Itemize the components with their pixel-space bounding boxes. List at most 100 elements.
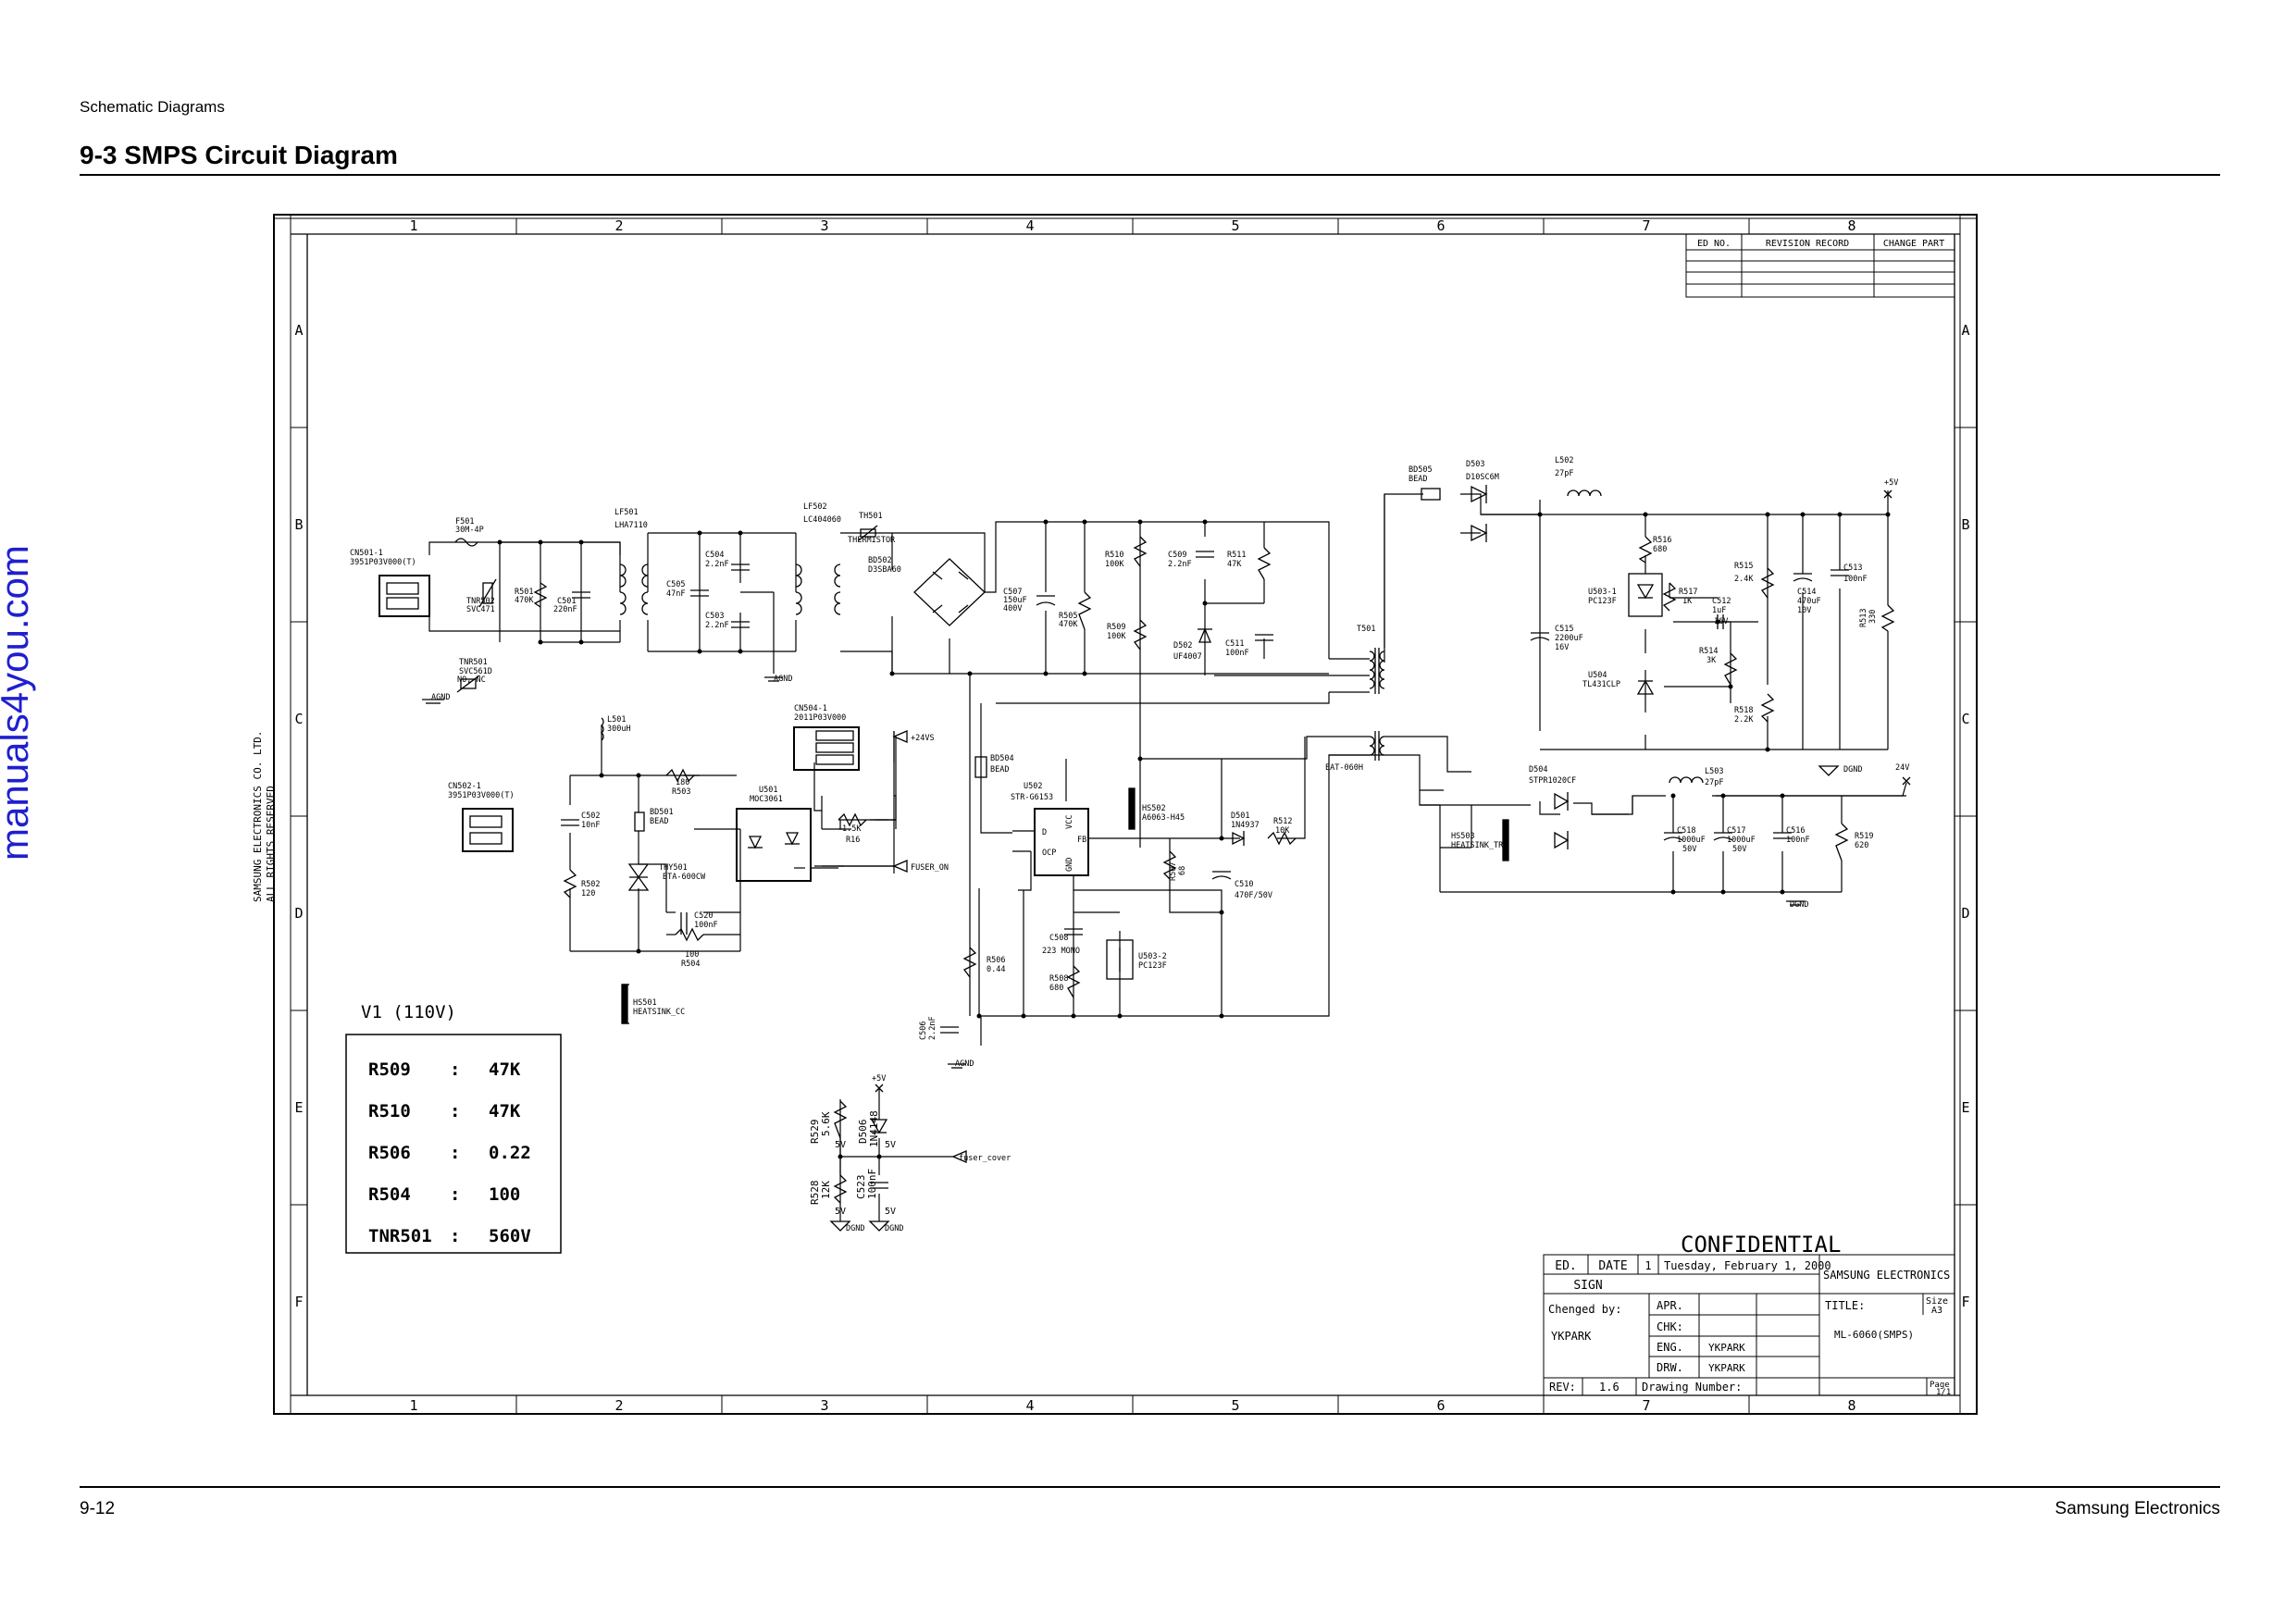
resistor-r517 — [1662, 582, 1677, 612]
value-label: 220nF — [553, 605, 577, 614]
ref-label: D501 — [1231, 812, 1249, 821]
resistor-r510 — [1133, 536, 1148, 567]
value-label: 50V — [1732, 845, 1746, 854]
col-label: 4 — [1025, 217, 1034, 234]
pin-label: FB — [1077, 836, 1086, 845]
value-label: PC123F — [1138, 961, 1167, 971]
resistor-r518 — [1760, 693, 1775, 723]
terminal-24v — [1902, 776, 1911, 786]
variant-value: 47K — [489, 1059, 521, 1080]
varistor-tnr502 — [478, 578, 497, 608]
value-label: 10K — [1275, 826, 1290, 836]
value-label: D3SBA60 — [868, 565, 901, 575]
row-label: F — [1961, 1294, 1969, 1310]
capacitor-c515 — [1530, 632, 1550, 641]
value-label: 47nF — [666, 589, 685, 599]
value-label: HEATSINK_CC — [633, 1008, 685, 1017]
col-label: 1 — [409, 217, 417, 234]
value-label: STR-G6153 — [1011, 793, 1053, 802]
value-label: 16V — [1714, 617, 1728, 626]
confidential-stamp: CONFIDENTIAL — [1681, 1232, 1841, 1258]
resistor-r512 — [1267, 831, 1297, 846]
thermistor-th501 — [858, 525, 878, 541]
ref-label: D506 — [857, 1120, 869, 1145]
capacitor-c511 — [1255, 634, 1273, 641]
footer-rule — [80, 1486, 2220, 1488]
ref-label: C523 — [855, 1175, 867, 1200]
capacitor-c505 — [690, 589, 709, 597]
terminal-24vs — [892, 730, 908, 743]
ground-dgnd — [829, 1220, 851, 1232]
ref-label: LF501 — [614, 508, 639, 517]
capacitor-c513 — [1831, 569, 1849, 576]
ref-label: R504 — [681, 960, 700, 969]
capacitor-c504 — [731, 564, 750, 571]
value-label: 120 — [581, 889, 595, 898]
ref-label: THY501 — [659, 863, 688, 873]
tb-rev-label: REV: — [1549, 1381, 1576, 1394]
tb-chk: CHK: — [1657, 1320, 1683, 1333]
ground-label: DGND — [1843, 765, 1862, 774]
value-label: 0.44 — [987, 965, 1005, 974]
ref-label: HS503 — [1451, 832, 1475, 841]
ref-label: R508 — [1049, 974, 1068, 984]
capacitor-c507 — [1036, 595, 1056, 606]
variant-sep: : — [450, 1184, 460, 1205]
resistor-r505 — [1077, 591, 1092, 630]
ground-label: AGND — [955, 1059, 974, 1069]
value-label: 50V — [1682, 845, 1696, 854]
col-label: 3 — [820, 1397, 828, 1414]
ref-label: R512 — [1273, 817, 1292, 826]
value-label: BEAD — [1409, 475, 1427, 484]
value-label: 5.6K — [820, 1111, 832, 1136]
diode-d503 — [1471, 485, 1488, 542]
ref-label: R503 — [672, 787, 690, 797]
tb-sign: SIGN — [1573, 1279, 1602, 1293]
ref-label: BD501 — [650, 808, 674, 817]
tb-changer: YKPARK — [1551, 1330, 1592, 1343]
tb-company: SAMSUNG ELECTRONICS — [1823, 1269, 1950, 1282]
inductor-l501 — [600, 717, 604, 741]
value-label: UF4007 — [1173, 652, 1202, 662]
title-block: CONFIDENTIAL ED. DATE 1 Tuesday, Februar… — [1543, 1232, 1955, 1397]
phototransistor-u503-2 — [1106, 939, 1134, 980]
capacitor-c516 — [1773, 832, 1792, 839]
ref-label: U502 — [1024, 782, 1042, 791]
ref-label: CN502-1 — [448, 782, 481, 791]
value-label: 470F/50V — [1235, 891, 1272, 900]
terminal-5v-b — [875, 1084, 884, 1093]
value-label: 470K — [1059, 620, 1078, 629]
resistor-r506 — [962, 947, 977, 978]
ground-dgnd — [868, 1220, 890, 1232]
bead-bd505 — [1421, 488, 1441, 501]
ref-label: C516 — [1786, 826, 1805, 836]
value-label: 330 — [1868, 610, 1878, 624]
row-label: E — [294, 1099, 303, 1116]
section-label: Schematic Diagrams — [80, 98, 225, 116]
ref-label: R518 — [1734, 706, 1753, 715]
tb-ed-no: 1 — [1644, 1259, 1651, 1272]
capacitor-c508 — [1064, 928, 1083, 935]
ref-label: R513 — [1859, 609, 1868, 627]
optocoupler-u503-1 — [1628, 573, 1663, 617]
ground-dgnd — [1786, 900, 1805, 906]
ref-label: D503 — [1466, 460, 1484, 469]
col-label: 8 — [1847, 1397, 1855, 1414]
resistor-r504 — [675, 927, 704, 942]
value-label: 2.2nF — [928, 1016, 937, 1040]
value-label: 2.4K — [1734, 575, 1754, 584]
value-label: 180 — [676, 778, 689, 787]
net-label: 5V — [885, 1207, 896, 1217]
capacitor-c502 — [561, 819, 579, 826]
value-label: STPR1020CF — [1529, 776, 1576, 786]
component-labels: CN501-1 3951P03V000(T) F501 30M-4P TNR50… — [350, 456, 1909, 1233]
tb-changed-by: Chenged by: — [1548, 1303, 1621, 1316]
col-label: 2 — [614, 217, 623, 234]
tb-date: DATE — [1598, 1259, 1627, 1273]
ref-label: HS501 — [633, 998, 657, 1008]
ref-label: C514 — [1797, 588, 1816, 597]
value-label: LHA7110 — [614, 521, 648, 530]
schematic-components — [379, 485, 1911, 1232]
col-label: 1 — [409, 1397, 417, 1414]
col-label: 6 — [1436, 217, 1445, 234]
